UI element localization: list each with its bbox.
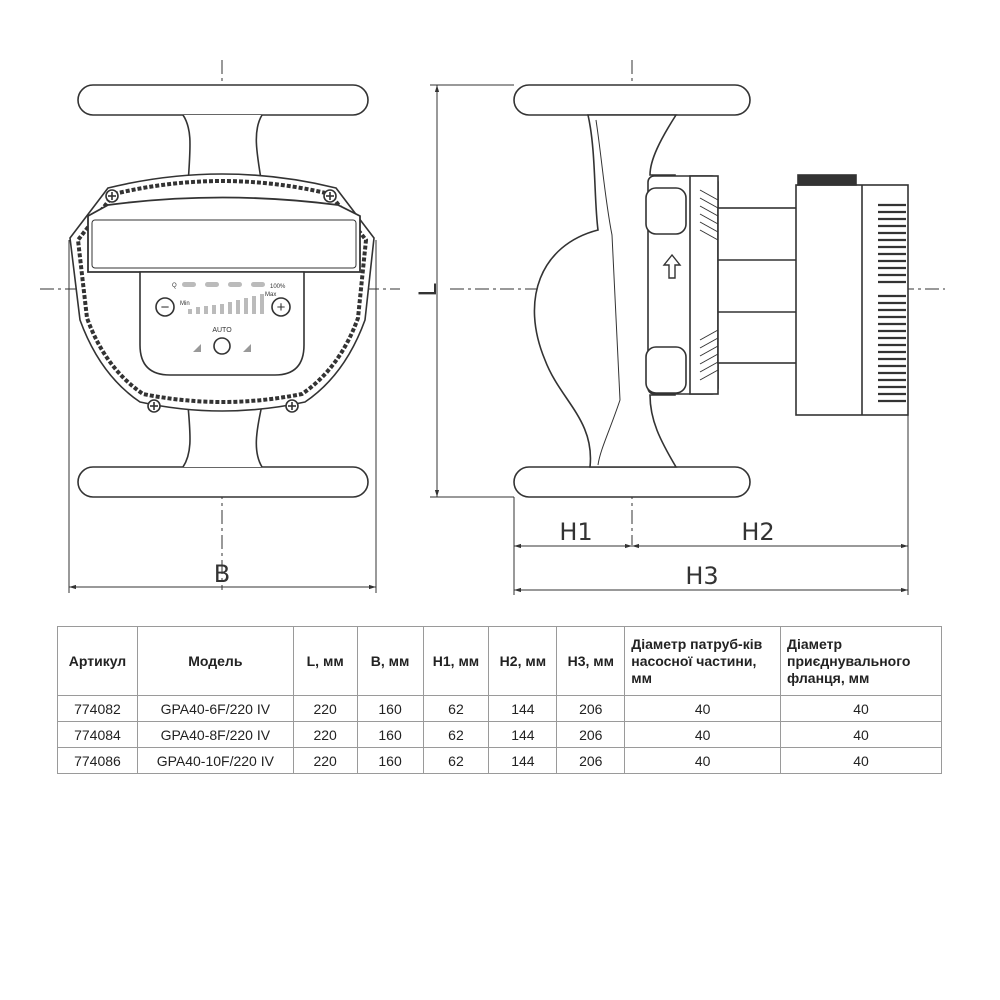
pump-front-view <box>40 60 400 590</box>
header-model: Модель <box>136 626 294 696</box>
cell-h3: 206 <box>556 721 626 748</box>
mode-high-icon <box>243 344 251 352</box>
indicator-leds <box>182 282 265 287</box>
pump-technical-drawing: Q 100% Min Max − + AUTO <box>40 60 945 595</box>
dim-label-h2: H2 <box>741 518 774 546</box>
side-upper-boss <box>645 187 687 235</box>
cell-flange: 40 <box>780 721 942 748</box>
cell-article: 774086 <box>57 747 138 774</box>
dim-label-l: L <box>414 283 442 297</box>
side-lower-boss <box>645 346 687 394</box>
side-control-box <box>795 184 909 416</box>
cell-model: GPA40-8F/220 IV <box>136 721 294 748</box>
cell-h1: 62 <box>422 695 490 722</box>
cell-h1: 62 <box>422 721 490 748</box>
screw-icon <box>105 189 119 203</box>
screw-icon <box>323 189 337 203</box>
cell-flange: 40 <box>780 747 942 774</box>
table-header-row: Артикул Модель L, мм B, мм H1, мм H2, мм… <box>57 626 942 696</box>
cell-h3: 206 <box>556 695 626 722</box>
cell-h1: 62 <box>422 747 490 774</box>
cell-model: GPA40-6F/220 IV <box>136 695 294 722</box>
plus-button-outline <box>271 297 291 317</box>
header-article: Артикул <box>57 626 138 696</box>
header-h3: H3, мм <box>556 626 626 696</box>
header-h2: H2, мм <box>488 626 558 696</box>
percent-label: 100% <box>270 284 286 290</box>
cell-h2: 144 <box>488 721 558 748</box>
header-flange-diameter: Діаметр приєднувального фланця, мм <box>780 626 942 696</box>
cell-model: GPA40-10F/220 IV <box>136 747 294 774</box>
cell-l: 220 <box>292 695 358 722</box>
side-volute-body <box>533 114 678 468</box>
cell-b: 160 <box>356 695 424 722</box>
side-control-box-top-cap <box>797 174 857 186</box>
header-b: B, мм <box>356 626 424 696</box>
cell-h2: 144 <box>488 747 558 774</box>
cell-pipe: 40 <box>624 747 782 774</box>
cell-b: 160 <box>356 721 424 748</box>
header-h1: H1, мм <box>422 626 490 696</box>
table-row: 774084 GPA40-8F/220 IV 220 160 62 144 20… <box>57 721 942 748</box>
pump-side-view <box>450 60 945 545</box>
mode-low-icon <box>193 344 201 352</box>
header-l: L, мм <box>292 626 358 696</box>
cell-article: 774084 <box>57 721 138 748</box>
table-row: 774082 GPA40-6F/220 IV 220 160 62 144 20… <box>57 695 942 722</box>
auto-label: AUTO <box>212 327 232 334</box>
table-row: 774086 GPA40-10F/220 IV 220 160 62 144 2… <box>57 747 942 774</box>
side-top-flange <box>513 84 751 116</box>
dim-label-h3: H3 <box>685 562 718 590</box>
max-label: Max <box>265 292 276 298</box>
side-heatsink-fins <box>699 189 719 381</box>
minus-button-outline <box>155 297 175 317</box>
mode-button-outline <box>213 337 231 355</box>
cell-article: 774082 <box>57 695 138 722</box>
front-bottom-neck <box>182 404 263 468</box>
side-control-box-vents <box>878 203 906 403</box>
minus-button[interactable]: − <box>161 299 170 316</box>
header-pipe-diameter: Діаметр патруб-ків насосної частини, мм <box>624 626 782 696</box>
cell-h3: 206 <box>556 747 626 774</box>
min-label: Min <box>180 301 190 307</box>
cell-pipe: 40 <box>624 721 782 748</box>
dim-label-b: B <box>214 560 230 588</box>
cell-pipe: 40 <box>624 695 782 722</box>
side-volute-inner <box>595 119 621 466</box>
cell-b: 160 <box>356 747 424 774</box>
front-bottom-flange <box>77 466 369 498</box>
cell-l: 220 <box>292 721 358 748</box>
side-bottom-flange <box>513 466 751 498</box>
plus-button[interactable]: + <box>277 299 286 316</box>
speed-level-bars <box>188 294 264 314</box>
dimension-lines <box>68 84 909 595</box>
cell-l: 220 <box>292 747 358 774</box>
screw-icon <box>147 399 161 413</box>
cell-h2: 144 <box>488 695 558 722</box>
front-display-window <box>87 196 361 273</box>
screw-icon <box>285 399 299 413</box>
front-cooling-fins <box>75 179 369 404</box>
front-top-flange <box>77 84 369 116</box>
specifications-table: Артикул Модель L, мм B, мм H1, мм H2, мм… <box>57 626 942 774</box>
side-motor-body <box>717 207 799 364</box>
dim-label-h1: H1 <box>559 518 592 546</box>
front-display-inner <box>91 219 357 269</box>
flow-direction-arrow-icon <box>662 253 682 279</box>
q-label: Q <box>172 283 177 289</box>
cell-flange: 40 <box>780 695 942 722</box>
